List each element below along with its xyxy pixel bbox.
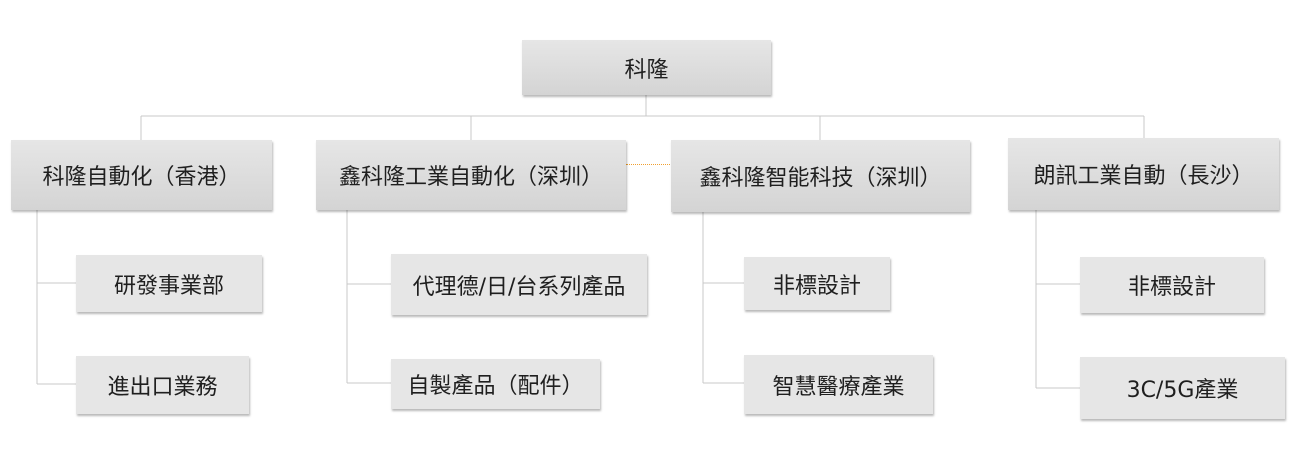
leaf-label: 非標設計 — [772, 273, 861, 299]
leaf-label: 智慧醫療產業 — [772, 374, 905, 400]
leaf-node-agency-products: 代理德/日/台系列產品 — [391, 254, 647, 315]
branch-node-hongkong: 科隆自動化（香港） — [11, 140, 272, 210]
leaf-node-custom-design: 非標設計 — [744, 257, 890, 310]
leaf-node-smart-medical: 智慧醫療產業 — [744, 355, 933, 414]
leaf-node-own-products: 自製產品（配件） — [391, 359, 600, 409]
leaf-node-3c-5g: 3C/5G產業 — [1080, 357, 1285, 419]
leaf-label: 非標設計 — [1127, 275, 1216, 300]
leaf-node-custom-design-changsha: 非標設計 — [1080, 257, 1264, 313]
leaf-label: 進出口業務 — [107, 375, 218, 400]
branch-node-changsha: 朗訊工業自動（長沙） — [1008, 138, 1279, 210]
leaf-label: 自製產品（配件） — [407, 374, 584, 399]
root-node: 科隆 — [522, 40, 771, 95]
leaf-label: 研發事業部 — [113, 273, 224, 299]
root-label: 科隆 — [624, 57, 669, 83]
branch-label: 鑫科隆智能科技（深圳） — [699, 166, 942, 191]
branch-node-shenzhen-intelligent: 鑫科隆智能科技（深圳） — [671, 140, 970, 212]
leaf-label: 3C/5G產業 — [1126, 378, 1239, 403]
leaf-label: 代理德/日/台系列產品 — [412, 274, 626, 300]
branch-label: 科隆自動化（香港） — [42, 165, 241, 190]
branch-label: 鑫科隆工業自動化（深圳） — [338, 165, 603, 190]
leaf-node-rd: 研發事業部 — [76, 255, 262, 312]
leaf-node-import-export: 進出口業務 — [76, 356, 249, 414]
branch-label: 朗訊工業自動（長沙） — [1033, 164, 1254, 189]
dotted-connector — [626, 164, 670, 167]
branch-node-shenzhen-industrial: 鑫科隆工業自動化（深圳） — [316, 140, 626, 210]
